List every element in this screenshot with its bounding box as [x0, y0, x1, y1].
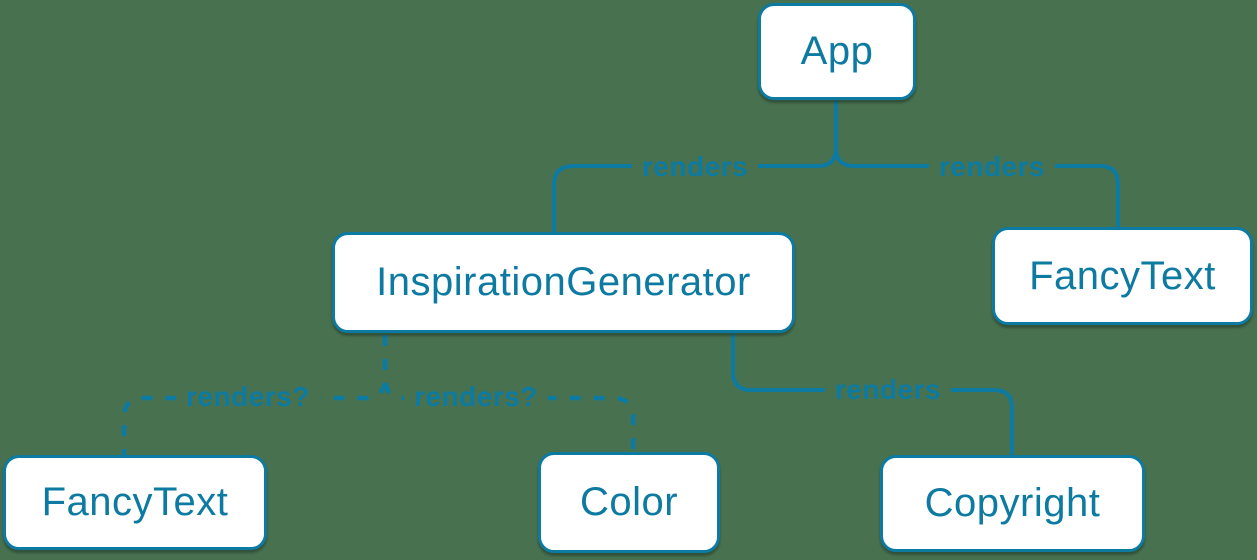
- edge-label-renders-inspirationgenerator-copyright: renders: [824, 374, 952, 406]
- edge-inspirationgenerator-to-color-conditional: [382, 335, 636, 452]
- node-fancy-text-top: FancyText: [992, 227, 1253, 325]
- node-app-label: App: [800, 29, 874, 73]
- edge-label-renders-app-inspirationgenerator: renders: [631, 151, 759, 183]
- node-fancy-text-top-label: FancyText: [1029, 253, 1216, 298]
- node-inspiration-generator-label: InspirationGenerator: [376, 260, 751, 304]
- edge-label-renders-app-fancytext: renders: [928, 151, 1056, 183]
- edge-label-renders-conditional-color: renders?: [404, 381, 548, 413]
- node-fancy-text-bottom-label: FancyText: [41, 480, 229, 524]
- node-copyright-label: Copyright: [924, 481, 1101, 525]
- node-fancy-text-bottom: FancyText: [3, 455, 267, 550]
- node-inspiration-generator: InspirationGenerator: [332, 232, 795, 333]
- node-app: App: [758, 3, 916, 100]
- edge-label-renders-conditional-fancytext: renders?: [176, 381, 320, 413]
- node-color-label: Color: [579, 480, 679, 524]
- node-copyright: Copyright: [880, 455, 1145, 552]
- node-color: Color: [538, 452, 720, 553]
